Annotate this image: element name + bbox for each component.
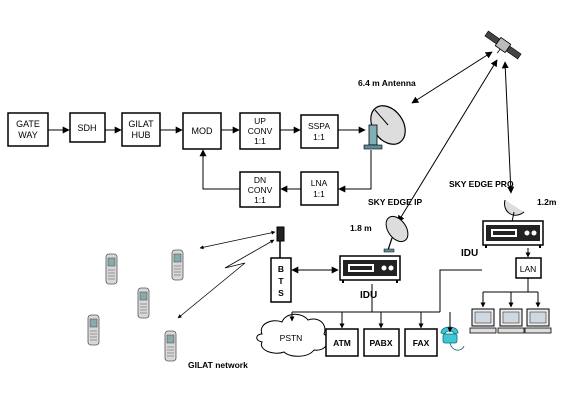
lan-lines: [480, 248, 541, 308]
gilat-network-label: GILAT network: [188, 360, 248, 370]
idu-right-icon: [482, 220, 544, 249]
idu-right-label: IDU: [461, 248, 478, 259]
bts-label-b: B: [278, 264, 284, 274]
gilat-hub-label-2: HUB: [131, 130, 150, 140]
dn-conv-block: DN CONV 1:1: [239, 171, 281, 208]
lna-block: LNA 1:1: [300, 171, 339, 206]
sky-edge-pro-dish-icon: [504, 199, 525, 223]
satellite-icon: [484, 30, 522, 60]
mobile-phone-icon: [87, 314, 100, 346]
satellite-links: [397, 51, 515, 223]
computer-icon: [497, 308, 525, 334]
radio-links: [177, 230, 276, 319]
computer-icon: [469, 308, 497, 334]
gilat-hub-label-1: GILAT: [128, 119, 154, 129]
dish-1-2m-label: 1.2m: [537, 197, 557, 207]
bts-mast-icon: [276, 226, 285, 258]
mobile-phone-icon: [171, 249, 184, 281]
sspa-block: SSPA 1:1: [300, 114, 339, 149]
lan-block: LAN: [515, 257, 542, 279]
dn-conv-label-3: 1:1: [254, 195, 266, 205]
dish-1-8m-label: 1.8 m: [350, 223, 372, 233]
bts-label-t: T: [278, 276, 284, 286]
lna-label-2: 1:1: [313, 189, 325, 199]
computer-icon: [524, 308, 552, 334]
main-antenna-icon: [363, 105, 406, 150]
atm-label: ATM: [333, 338, 351, 348]
sky-edge-ip-dish-icon: [383, 215, 409, 253]
sdh-label: SDH: [77, 123, 96, 133]
mod-label: MOD: [192, 126, 213, 136]
idu-left-label: IDU: [360, 290, 377, 301]
bts-block: B T S: [270, 257, 292, 303]
lna-label-1: LNA: [311, 178, 328, 188]
sspa-label-2: 1:1: [313, 132, 325, 142]
mobile-phone-icon: [137, 287, 150, 319]
lan-label: LAN: [520, 264, 537, 274]
telephone-icon: [440, 326, 465, 351]
gateway-block: GATE WAY: [7, 112, 49, 147]
mobile-phone-icon: [164, 330, 177, 362]
up-conv-label-2: CONV: [248, 126, 273, 136]
mobile-phone-icon: [105, 253, 118, 285]
sdh-block: SDH: [69, 112, 106, 143]
bts-label-s: S: [278, 288, 284, 298]
service-bus-lines: [289, 269, 482, 333]
sspa-label-1: SSPA: [308, 121, 330, 131]
gilat-hub-block: GILAT HUB: [121, 112, 161, 147]
mobile-phone-icons: [87, 249, 184, 362]
up-conv-label-3: 1:1: [254, 136, 266, 146]
up-conv-label-1: UP: [254, 116, 266, 126]
idu-left-icon: [339, 255, 401, 284]
fax-label: FAX: [413, 338, 430, 348]
computer-icons: [469, 308, 552, 334]
pabx-label: PABX: [370, 338, 393, 348]
main-antenna-label: 6.4 m Antenna: [358, 78, 416, 88]
up-conv-block: UP CONV 1:1: [239, 112, 281, 150]
dn-conv-label-1: DN: [254, 175, 266, 185]
dn-conv-label-2: CONV: [248, 185, 273, 195]
sky-edge-pro-label: SKY EDGE PRO: [449, 179, 514, 189]
fax-block: FAX: [404, 328, 438, 357]
sky-edge-ip-label: SKY EDGE IP: [368, 197, 422, 207]
pabx-block: PABX: [363, 328, 400, 357]
pstn-label: PSTN: [280, 333, 303, 343]
mod-block: MOD: [182, 112, 222, 150]
gateway-label-2: WAY: [18, 130, 38, 140]
downlink-arrows: [199, 149, 372, 193]
gateway-label-1: GATE: [16, 119, 40, 129]
atm-block: ATM: [325, 328, 359, 357]
